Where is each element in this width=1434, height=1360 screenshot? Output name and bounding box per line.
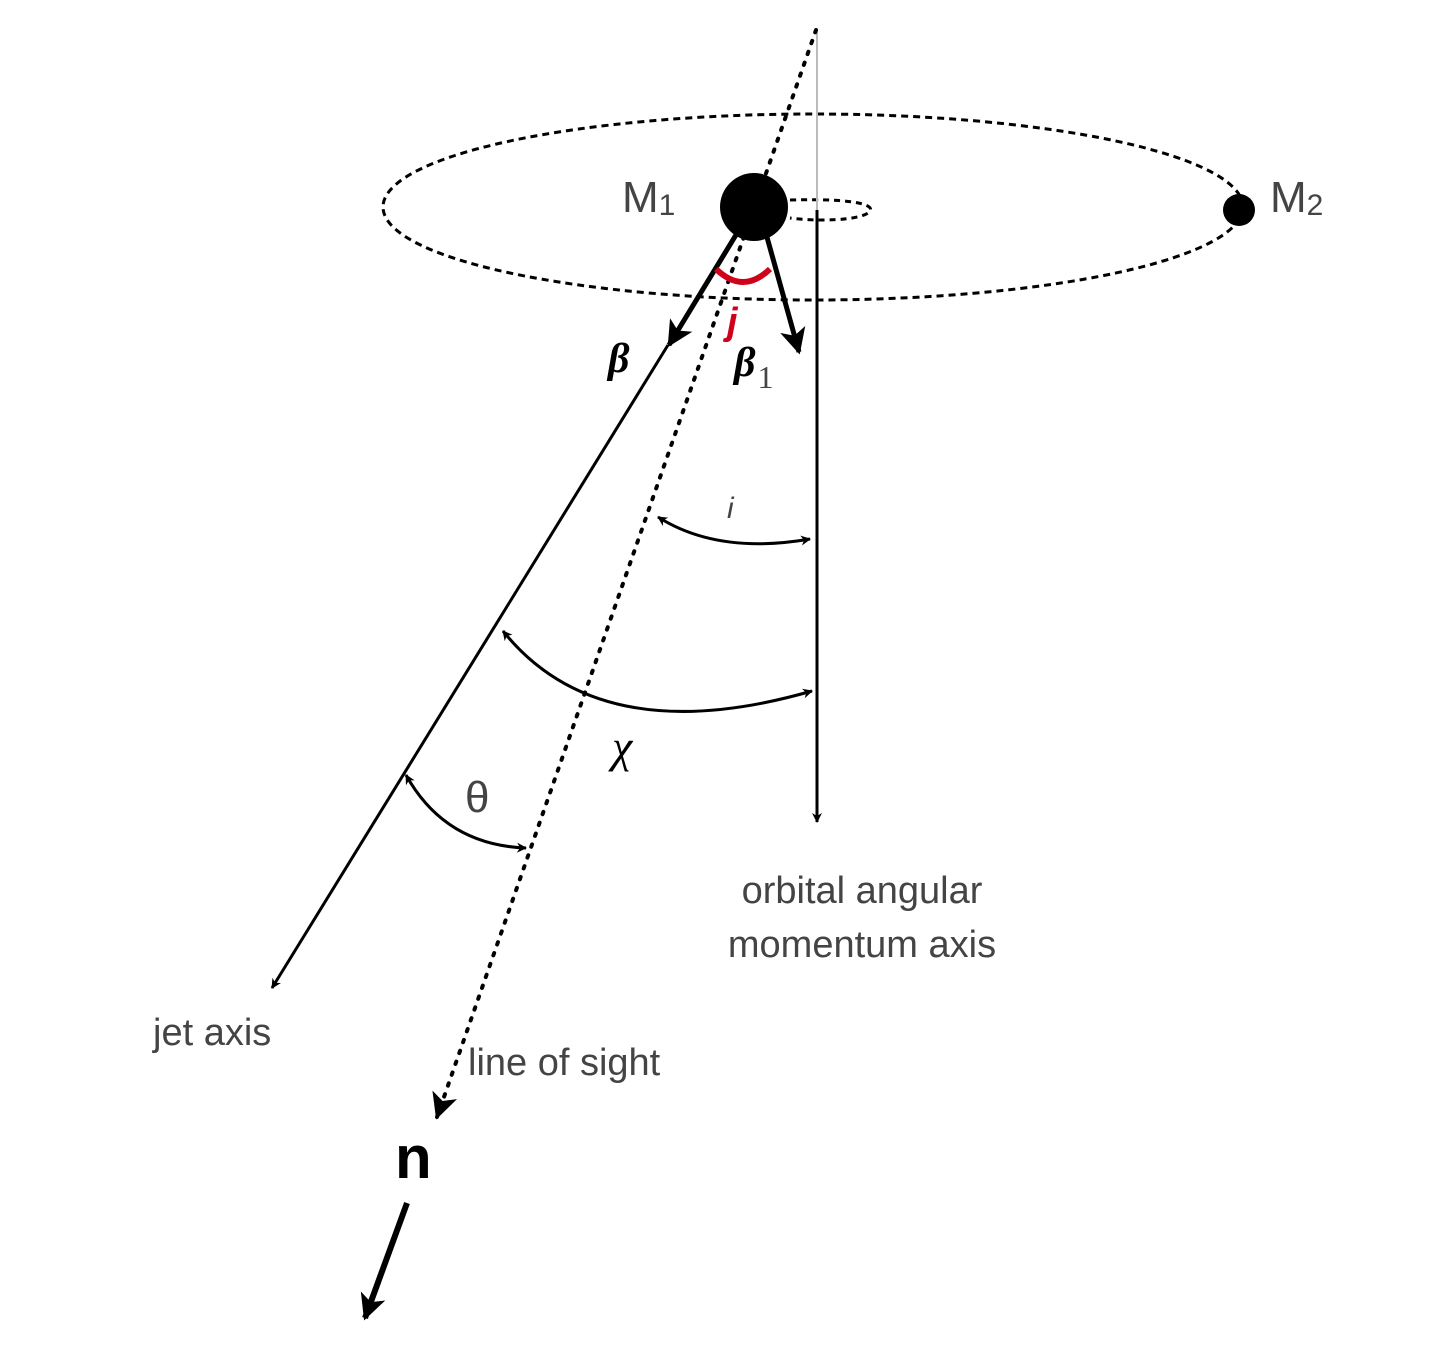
m2-label: M2: [1270, 173, 1323, 222]
n-label: n: [395, 1124, 432, 1191]
beta-vector: [666, 223, 745, 348]
chi-angle-arc: [501, 630, 813, 713]
jet-axis-label: jet axis: [152, 1012, 271, 1054]
orbital-axis-label-line2: momentum axis: [728, 924, 996, 966]
m1-label: M1: [622, 173, 675, 222]
theta-angle-arc: [404, 774, 527, 853]
beta1-label: β1: [732, 340, 774, 395]
m1-small-orbit: [789, 198, 873, 222]
beta-label: β: [606, 336, 630, 382]
n-direction-arrow: [360, 1201, 410, 1321]
j-angle-arc: [713, 266, 773, 285]
j-label: j: [722, 301, 739, 343]
line-of-sight-label: line of sight: [468, 1042, 661, 1084]
binary-orbit: [381, 112, 1245, 302]
beta1-vector: [762, 229, 806, 355]
i-label: i: [727, 492, 735, 525]
jet-axis: [270, 344, 670, 989]
m2-body: [1223, 194, 1255, 226]
m1-body: [720, 173, 788, 241]
line-of-sight: [432, 28, 818, 1120]
orbital-axis-label-line1: orbital angular: [742, 870, 983, 912]
theta-label: θ: [465, 773, 489, 822]
i-angle-arc: [657, 515, 811, 546]
chi-label: χ: [608, 721, 634, 772]
